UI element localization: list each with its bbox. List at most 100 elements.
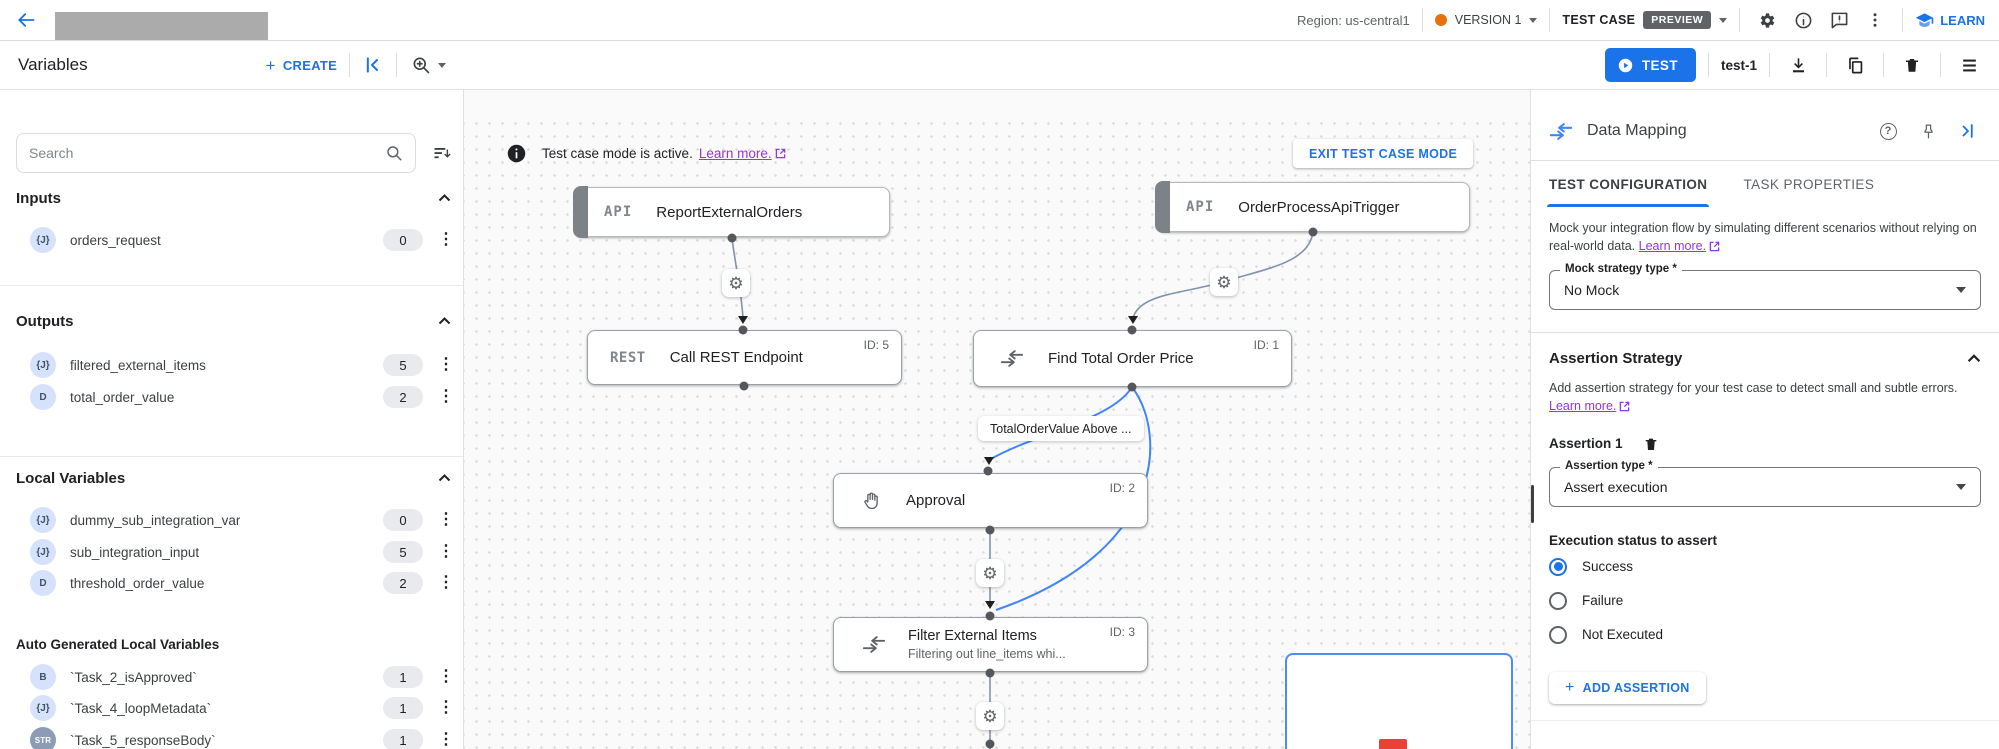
collapse-panel-right-icon[interactable] [1955,118,1981,144]
edge-gear-icon[interactable]: ⚙ [722,269,750,297]
copy-icon[interactable] [1839,49,1871,81]
variable-row[interactable]: D threshold_order_value 2 ⋮ [30,567,455,599]
back-arrow-icon[interactable] [12,6,40,34]
data-mapping-icon [1549,122,1573,140]
settings-gear-icon[interactable] [1752,5,1782,35]
add-assertion-button[interactable]: + ADD ASSERTION [1549,671,1706,704]
sort-filter-icon[interactable] [432,143,452,163]
integration-flow-canvas[interactable]: Test case mode is active. Learn more. EX… [464,90,1530,749]
chevron-down-icon [438,62,447,68]
search-input[interactable] [29,145,385,161]
node-report-external-orders[interactable]: API ReportExternalOrders [573,186,890,238]
kebab-menu-icon[interactable]: ⋮ [438,511,454,528]
kebab-menu-icon[interactable]: ⋮ [438,668,454,685]
learn-more-link[interactable]: Learn more. [1549,397,1630,415]
radio-failure[interactable]: Failure [1549,586,1981,616]
feedback-icon[interactable] [1824,5,1854,35]
double-type-icon: D [30,570,56,596]
node-order-process-api-trigger[interactable]: API OrderProcessApiTrigger [1155,181,1470,233]
error-badge [1379,739,1407,749]
variable-row[interactable]: {J} sub_integration_input 5 ⋮ [30,536,455,568]
variable-row[interactable]: {J} `Task_4_loopMetadata` 1 ⋮ [30,692,455,724]
variable-row[interactable]: {J} filtered_external_items 5 ⋮ [30,349,455,381]
section-header-inputs: Inputs [16,187,451,209]
learn-more-link[interactable]: Learn more. [1639,237,1720,255]
test-case-dropdown[interactable]: TEST CASE PREVIEW [1562,11,1728,29]
log-list-icon[interactable] [1953,49,1985,81]
divider [396,53,398,77]
variable-name: orders_request [70,232,161,248]
assertion-type-select[interactable]: Assertion type * Assert execution [1549,459,1981,507]
kebab-menu-icon[interactable]: ⋮ [438,699,454,716]
kebab-menu-icon[interactable]: ⋮ [438,356,454,373]
variable-name: dummy_sub_integration_var [70,512,241,528]
count-badge: 0 [383,229,423,251]
more-options-kebab-icon[interactable] [1860,5,1890,35]
kebab-menu-icon[interactable]: ⋮ [438,388,454,405]
create-label: CREATE [282,57,338,73]
variables-sidebar: Inputs {J} orders_request 0 ⋮ Outputs {J… [0,90,464,749]
edge-condition-label[interactable]: TotalOrderValue Above ... [978,416,1144,441]
variable-row[interactable]: {J} dummy_sub_integration_var 0 ⋮ [30,504,455,536]
pin-icon[interactable] [1915,118,1941,144]
variable-name: sub_integration_input [70,544,200,560]
download-icon[interactable] [1782,49,1814,81]
variable-name: total_order_value [70,389,175,405]
version-dropdown[interactable]: VERSION 1 [1434,13,1538,27]
kebab-menu-icon[interactable]: ⋮ [438,574,454,591]
chevron-up-icon[interactable] [438,194,451,202]
version-status-dot [1434,14,1447,26]
chevron-up-icon[interactable] [438,317,451,325]
chevron-up-icon[interactable] [438,474,451,482]
divider [349,53,351,77]
tab-task-properties[interactable]: TASK PROPERTIES [1743,176,1875,192]
test-button[interactable]: TEST [1604,48,1696,82]
scrollbar-thumb[interactable] [1531,485,1534,523]
zoom-in-magnifier-icon [413,57,430,74]
search-box[interactable] [16,133,416,173]
radio-success[interactable]: Success [1549,552,1981,582]
learn-link[interactable]: LEARN [1915,11,1985,30]
json-type-icon: {J} [30,352,56,378]
collapse-panel-left-icon[interactable] [362,55,382,75]
edge-gear-icon[interactable]: ⚙ [976,559,1004,587]
zoom-dropdown[interactable] [411,55,447,75]
delete-assertion-trash-icon[interactable] [1643,436,1659,452]
radio-not-executed[interactable]: Not Executed [1549,620,1981,650]
tab-test-configuration[interactable]: TEST CONFIGURATION [1546,161,1710,207]
node-find-total-order-price[interactable]: Find Total Order Price ID: 1 [973,330,1292,387]
variable-row[interactable]: B `Task_2_isApproved` 1 ⋮ [30,661,455,693]
json-type-icon: {J} [30,507,56,533]
info-icon[interactable] [1788,5,1818,35]
kebab-menu-icon[interactable]: ⋮ [438,231,454,248]
variable-row[interactable]: {J} orders_request 0 ⋮ [30,224,455,256]
edge-gear-icon[interactable]: ⚙ [1210,268,1238,296]
kebab-menu-icon[interactable]: ⋮ [438,731,454,748]
node-filter-external-items[interactable]: Filter External Items Filtering out line… [833,617,1148,672]
plus-icon: + [265,55,276,75]
kebab-menu-icon[interactable]: ⋮ [438,543,454,560]
section-header-local-variables: Local Variables [16,467,451,489]
chevron-up-icon[interactable] [1967,354,1981,363]
node-partial-selected[interactable] [1285,653,1513,749]
variable-row[interactable]: D total_order_value 2 ⋮ [30,381,455,413]
section-header-auto-generated: Auto Generated Local Variables [16,633,451,655]
delete-trash-icon[interactable] [1896,49,1928,81]
variable-row[interactable]: STR `Task_5_responseBody` 1 ⋮ [30,724,455,749]
data-mapping-icon [862,636,886,653]
create-variable-button[interactable]: + CREATE [266,57,338,74]
divider [1940,53,1941,77]
panel-tabs: TEST CONFIGURATION TASK PROPERTIES [1546,161,1981,207]
divider [1826,53,1827,77]
info-filled-icon [506,143,527,164]
edge-gear-icon[interactable]: ⚙ [976,702,1004,730]
exit-test-case-mode-button[interactable]: EXIT TEST CASE MODE [1293,139,1474,168]
node-call-rest-endpoint[interactable]: REST Call REST Endpoint ID: 5 [587,330,902,385]
divider [1769,53,1770,77]
learn-more-link[interactable]: Learn more. [699,146,786,161]
node-id: ID: 5 [863,338,889,352]
mock-strategy-select[interactable]: Mock strategy type * No Mock [1549,263,1981,311]
help-icon[interactable]: ? [1875,118,1901,144]
divider [0,285,463,286]
test-case-label: TEST CASE [1562,13,1636,27]
